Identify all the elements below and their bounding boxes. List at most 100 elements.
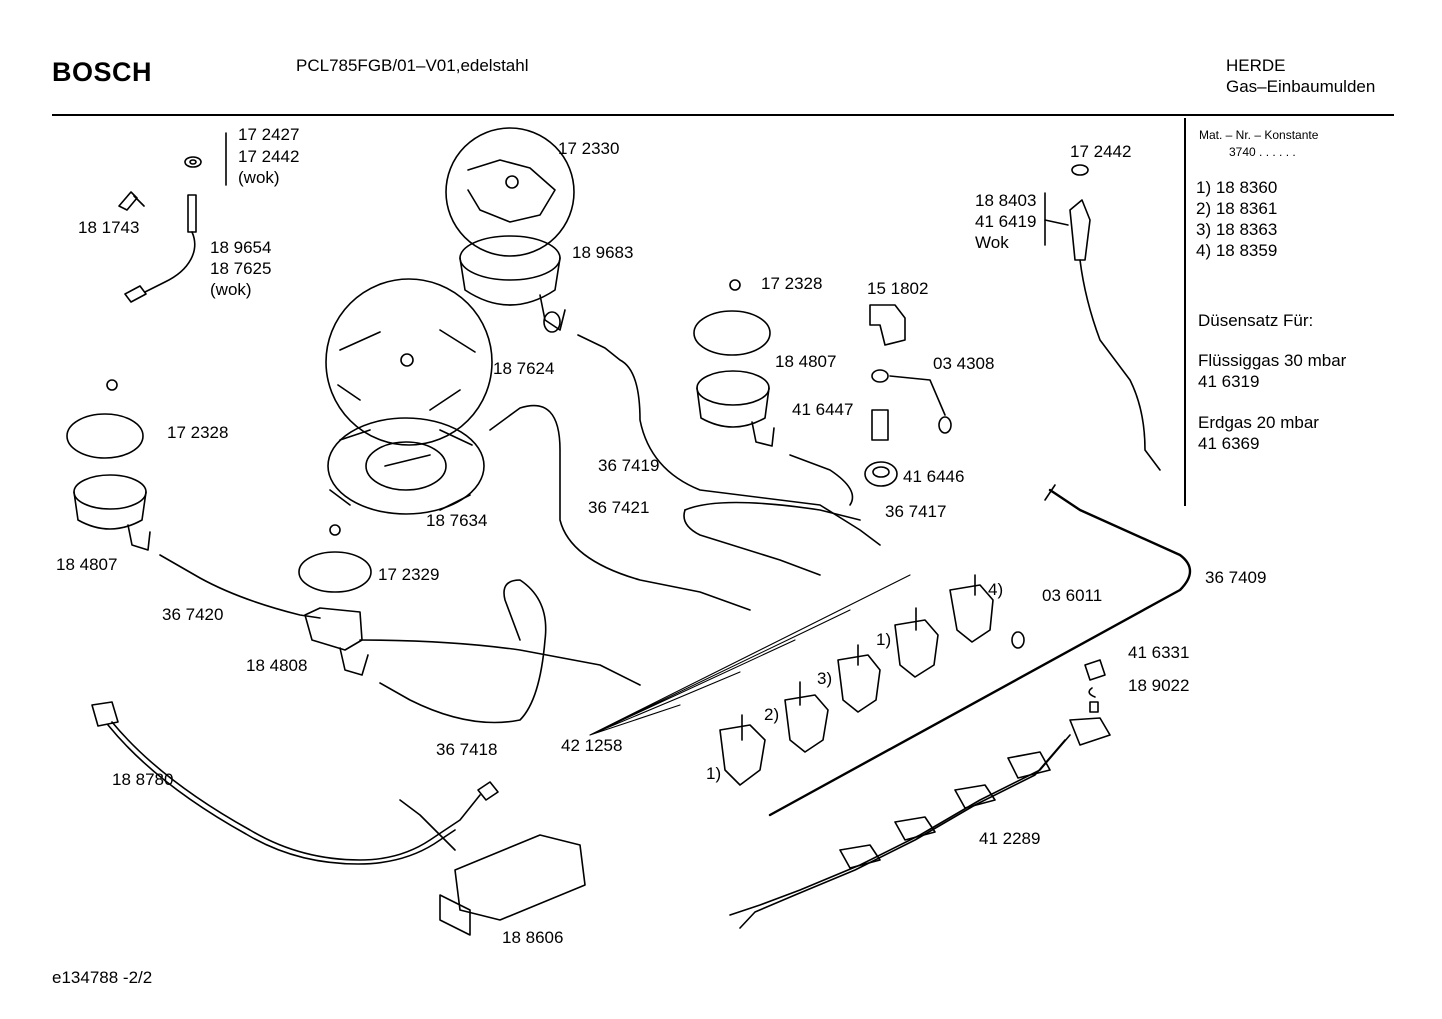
part-label: 18 8780 — [112, 770, 174, 789]
variant-marker: 3) — [817, 669, 833, 688]
part-label: 18 9683 — [572, 243, 634, 262]
part-label: 17 2427 — [238, 125, 300, 144]
part-label: 18 9022 — [1128, 676, 1190, 695]
header-divider — [52, 114, 1394, 116]
part-label: 17 2442 — [238, 147, 300, 166]
part-label: (wok) — [210, 280, 252, 299]
document-id: e134788 -2/2 — [52, 968, 153, 987]
variant-marker: 1) — [706, 764, 722, 783]
variant-marker: 2) — [764, 705, 780, 724]
wiring-loom — [111, 721, 481, 861]
spreader-ring-icon — [325, 278, 493, 446]
pipe-367419 — [577, 334, 881, 546]
thermocouple-wire — [144, 231, 196, 293]
nozzle-heading: Düsensatz Für: — [1198, 311, 1314, 330]
washer-icon — [184, 156, 202, 168]
wok-burner-icon — [327, 417, 485, 515]
part-label: 36 7421 — [588, 498, 650, 517]
part-label: 17 2330 — [558, 139, 620, 158]
part-label: 41 6447 — [792, 400, 854, 419]
nut-icon — [864, 461, 898, 487]
subcategory-title: Gas–Einbaumulden — [1226, 77, 1376, 96]
category-title: HERDE — [1226, 56, 1286, 75]
connector-icon — [91, 701, 119, 727]
legend-divider — [1184, 118, 1186, 506]
part-label: (wok) — [238, 168, 280, 187]
leader-lines — [589, 574, 911, 736]
thermocouple-icon — [187, 194, 197, 233]
legend-title: Mat. – Nr. – Konstante — [1199, 128, 1319, 142]
variant-marker: 1) — [876, 630, 892, 649]
part-label: 17 2328 — [761, 274, 823, 293]
pipe-367421 — [489, 404, 751, 611]
washer-icon — [871, 369, 889, 383]
washer-icon — [1071, 164, 1089, 176]
part-label: 18 8403 — [975, 191, 1037, 210]
part-label: 18 7624 — [493, 359, 555, 378]
gas-valve-icon — [837, 644, 881, 713]
burner-body-icon — [73, 474, 147, 510]
part-label: 41 6331 — [1128, 643, 1190, 662]
harness-wire — [729, 734, 1071, 916]
cap-ring-icon — [66, 413, 144, 459]
gas-valve-icon — [719, 714, 766, 786]
ignition-electrode-icon — [839, 717, 1111, 869]
part-label: 41 6419 — [975, 212, 1037, 231]
cap-ring-icon — [693, 310, 771, 356]
cap-ring-icon — [445, 127, 575, 257]
variant-3: 3) 18 8363 — [1196, 220, 1278, 239]
ignition-module-icon — [454, 834, 586, 921]
gas-rail — [768, 488, 1192, 817]
burner-body-icon — [304, 607, 363, 651]
elbow-fitting-icon — [869, 304, 906, 346]
lpg-label: Flüssiggas 30 mbar — [1198, 351, 1347, 370]
part-label: 41 2289 — [979, 829, 1041, 848]
pipe-367420 — [159, 554, 321, 619]
part-label: 17 2329 — [378, 565, 440, 584]
nipple-icon — [871, 409, 889, 441]
natgas-label: Erdgas 20 mbar — [1198, 413, 1319, 432]
pipe-367418 — [359, 639, 641, 686]
gas-valve-icon — [894, 607, 939, 678]
part-label: 36 7417 — [885, 502, 947, 521]
gas-valve-icon — [784, 681, 829, 753]
clip-icon — [118, 191, 145, 211]
part-label: 18 4807 — [56, 555, 118, 574]
pipe-367417 — [683, 509, 821, 576]
variant-4: 4) 18 8359 — [1196, 241, 1278, 260]
legend-constant: 3740 . . . . . . — [1229, 145, 1296, 159]
part-label: 36 7419 — [598, 456, 660, 475]
part-label: 36 7418 — [436, 740, 498, 759]
model-number: PCL785FGB/01–V01,edelstahl — [296, 56, 529, 75]
part-label: 18 4807 — [775, 352, 837, 371]
variant-marker: 4) — [988, 580, 1004, 599]
part-label: 41 6446 — [903, 467, 965, 486]
variant-2: 2) 18 8361 — [1196, 199, 1278, 218]
thermocouple-icon — [1069, 199, 1091, 261]
part-label: 03 6011 — [1042, 586, 1103, 605]
burner-body-icon — [459, 235, 561, 281]
part-label: 03 4308 — [933, 354, 995, 373]
part-label: 18 7625 — [210, 259, 272, 278]
part-label: 17 2328 — [167, 423, 229, 442]
gas-valve-icon — [949, 574, 994, 643]
part-label: 36 7409 — [1205, 568, 1267, 587]
part-label: 17 2442 — [1070, 142, 1132, 161]
part-label: Wok — [975, 233, 1009, 252]
circlip-icon — [1088, 687, 1096, 698]
natgas-part: 41 6369 — [1198, 434, 1260, 453]
cap-ring-icon — [298, 551, 372, 593]
part-label: 36 7420 — [162, 605, 224, 624]
part-label: 18 1743 — [78, 218, 140, 237]
part-label: 42 1258 — [561, 736, 623, 755]
part-label: 18 8606 — [502, 928, 564, 947]
part-label: 18 9654 — [210, 238, 272, 257]
burner-body-icon — [696, 370, 770, 406]
variant-1: 1) 18 8360 — [1196, 178, 1278, 197]
washer-icon — [1011, 631, 1025, 649]
brand-logo: BOSCH — [52, 57, 153, 87]
part-label: 18 4808 — [246, 656, 308, 675]
part-label: 18 7634 — [426, 511, 488, 530]
part-label: 15 1802 — [867, 279, 929, 298]
